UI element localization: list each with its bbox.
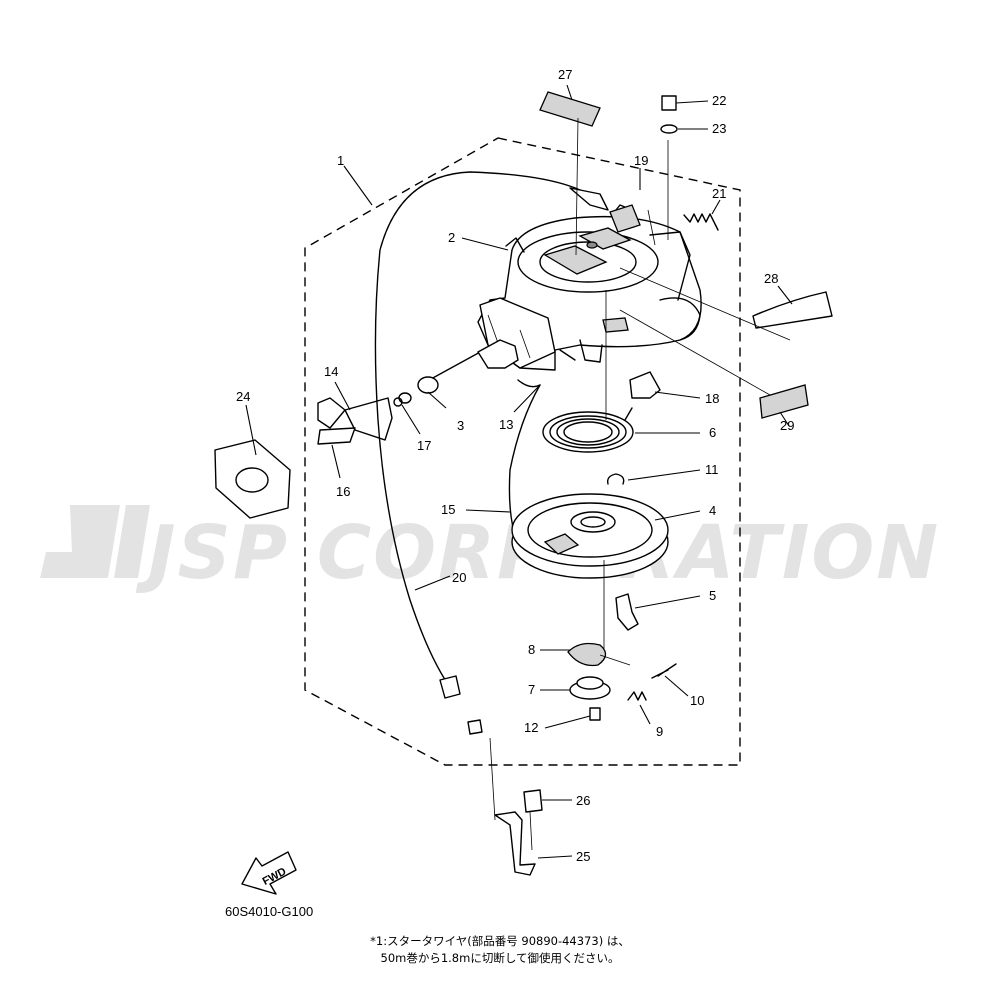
label-29 xyxy=(759,384,809,419)
cable-tip xyxy=(467,719,483,735)
starter-rope-assembly xyxy=(317,339,519,445)
assembly-outline xyxy=(304,137,741,766)
callout-10: 10 xyxy=(690,693,704,708)
callout-6: 6 xyxy=(709,425,716,440)
grommet xyxy=(214,439,291,519)
pawl xyxy=(615,593,639,631)
rope-reel xyxy=(511,493,669,579)
callout-4: 4 xyxy=(709,503,716,518)
callout-25: 25 xyxy=(576,849,590,864)
callout-16: 16 xyxy=(336,484,350,499)
label-27 xyxy=(539,91,601,127)
starter-housing xyxy=(477,204,702,371)
callout-24: 24 xyxy=(236,389,250,404)
lock-bracket xyxy=(629,371,661,399)
callout-19: 19 xyxy=(634,153,648,168)
spring-9 xyxy=(627,691,647,701)
friction-plate xyxy=(567,642,607,667)
bolt-22 xyxy=(661,95,677,111)
callout-5: 5 xyxy=(709,588,716,603)
callout-22: 22 xyxy=(712,93,726,108)
callout-7-label-8: 8 xyxy=(528,642,535,657)
starter-cable xyxy=(374,171,594,691)
spiral-spring xyxy=(542,407,634,453)
callout-26: 26 xyxy=(576,793,590,808)
label-28 xyxy=(752,291,833,329)
callout-2: 2 xyxy=(448,230,455,245)
bracket-25 xyxy=(494,811,536,876)
callout-18: 18 xyxy=(705,391,719,406)
callout-23: 23 xyxy=(712,121,726,136)
leader-lines xyxy=(245,84,793,859)
callout-3: 3 xyxy=(457,418,464,433)
drive-plate xyxy=(569,676,611,700)
note-line-1: *1:スタータワイヤ(部品番号 90890-44373) は、 xyxy=(370,934,630,948)
watermark: JSP CORPORATION xyxy=(40,505,938,596)
tension-spring xyxy=(683,213,719,231)
cable-end-fitting xyxy=(569,187,609,211)
hose-line-b xyxy=(517,379,541,388)
callout-28: 28 xyxy=(764,271,778,286)
washer-23 xyxy=(660,124,678,134)
callout-1: 1 xyxy=(337,153,344,168)
callout-9: 9 xyxy=(656,724,663,739)
fwd-arrow-icon: FWD xyxy=(241,851,297,895)
diagram-code: 60S4010-G100 xyxy=(225,904,314,919)
callout-21: 21 xyxy=(712,186,726,201)
circlip xyxy=(606,473,625,485)
callout-27: 27 xyxy=(558,67,572,82)
callout-20: 20 xyxy=(452,570,466,585)
plate-19 xyxy=(609,204,641,233)
callout-29: 29 xyxy=(780,418,794,433)
note-line-2: 50m巻から1.8mに切断して御使用ください。 xyxy=(380,951,620,965)
bolt-26 xyxy=(523,789,543,813)
callout-15: 15 xyxy=(441,502,455,517)
bolt-12 xyxy=(589,707,601,721)
callout-7: 7 xyxy=(528,682,535,697)
callout-14: 14 xyxy=(324,364,338,379)
return-spring-10 xyxy=(651,663,677,679)
watermark-logo-icon xyxy=(40,505,150,578)
callout-12: 12 xyxy=(524,720,538,735)
callouts: 1 2 3 4 5 6 8 7 9 10 11 12 13 14 15 16 1… xyxy=(236,67,794,864)
callout-13: 13 xyxy=(499,417,513,432)
callout-11: 11 xyxy=(705,462,719,477)
callout-17: 17 xyxy=(417,438,431,453)
cable-clamp xyxy=(439,675,461,699)
